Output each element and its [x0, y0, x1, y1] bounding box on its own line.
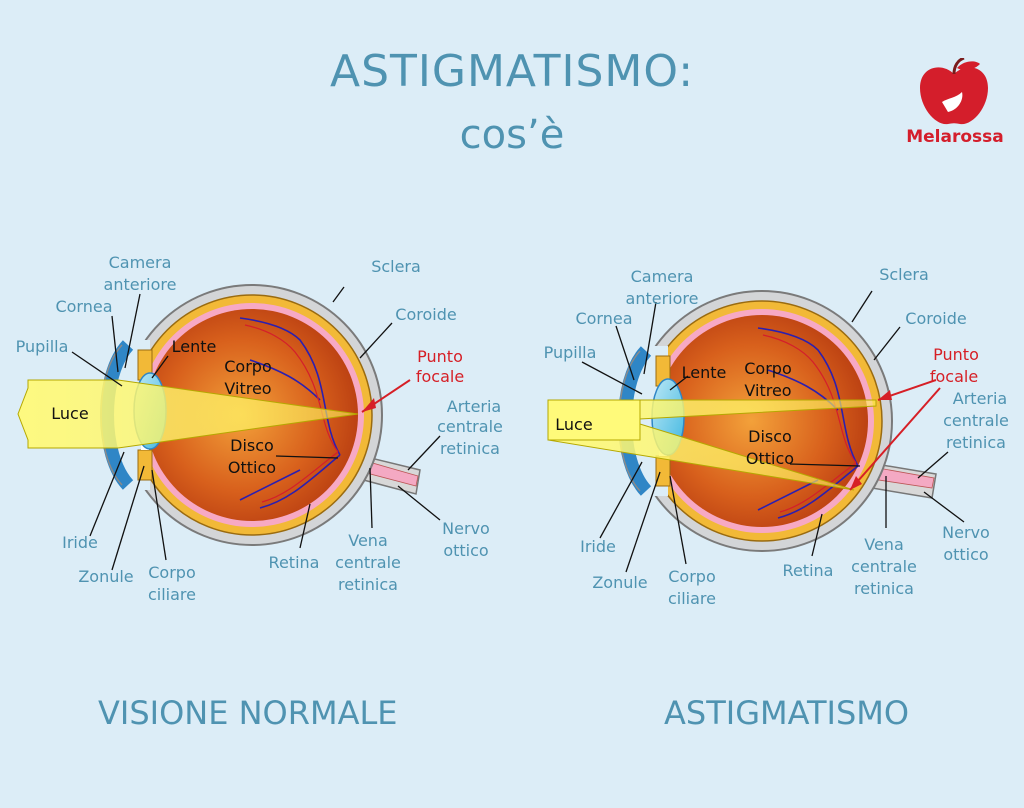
label-retinica: retinica [440, 439, 500, 458]
label-camera: Camera [109, 253, 172, 272]
label-corpo-ciliare-2: Corpo [668, 567, 715, 586]
label-disco: Disco [230, 436, 274, 455]
caption-astigmatism: ASTIGMATISMO [664, 694, 910, 732]
eye-normal: Camera anteriore Cornea Pupilla Lente Co… [16, 253, 503, 604]
label-luce: Luce [51, 404, 88, 423]
label-pupilla: Pupilla [16, 337, 69, 356]
eye-astigmatism: Camera anteriore Cornea Pupilla Lente Co… [544, 265, 1009, 608]
subtitle: cos’è [459, 112, 565, 158]
label-centrale-2: centrale [943, 411, 1009, 430]
label-punto-2: Punto [933, 345, 979, 364]
label-vena-centrale-2: centrale [851, 557, 917, 576]
label-vena-centrale: centrale [335, 553, 401, 572]
label-zonule: Zonule [78, 567, 133, 586]
label-punto: Punto [417, 347, 463, 366]
label-lente-2: Lente [682, 363, 727, 382]
apple-logo-icon [920, 58, 988, 125]
label-iride-2: Iride [580, 537, 616, 556]
label-ottico-inner-2: Ottico [746, 449, 794, 468]
label-vena: Vena [348, 531, 388, 550]
label-retina: Retina [269, 553, 320, 572]
label-luce-2: Luce [555, 415, 592, 434]
label-zonule-2: Zonule [592, 573, 647, 592]
label-arteria: Arteria [447, 397, 501, 416]
label-coroide-2: Coroide [905, 309, 966, 328]
label-vena-retinica: retinica [338, 575, 398, 594]
label-retinica-2: retinica [946, 433, 1006, 452]
label-ciliare-2: ciliare [668, 589, 716, 608]
label-centrale: centrale [437, 417, 503, 436]
label-vitreo-2: Vitreo [744, 381, 791, 400]
label-vena-retinica-2: retinica [854, 579, 914, 598]
label-vena-2: Vena [864, 535, 904, 554]
label-nervo-2: Nervo [942, 523, 990, 542]
label-ciliare: ciliare [148, 585, 196, 604]
label-sclera: Sclera [371, 257, 421, 276]
label-sclera-2: Sclera [879, 265, 929, 284]
label-pupilla-2: Pupilla [544, 343, 597, 362]
label-cornea-2: Cornea [575, 309, 632, 328]
label-focale-2: focale [930, 367, 978, 386]
label-nervo: Nervo [442, 519, 490, 538]
label-lente: Lente [172, 337, 217, 356]
label-corpo: Corpo [224, 357, 271, 376]
label-iride: Iride [62, 533, 98, 552]
label-focale: focale [416, 367, 464, 386]
caption-normal: VISIONE NORMALE [98, 694, 398, 732]
label-retina-2: Retina [783, 561, 834, 580]
label-ottico-2: ottico [943, 545, 988, 564]
label-anteriore: anteriore [104, 275, 177, 294]
label-arteria-2: Arteria [953, 389, 1007, 408]
label-cornea: Cornea [55, 297, 112, 316]
label-disco-2: Disco [748, 427, 792, 446]
label-ottico-inner: Ottico [228, 458, 276, 477]
logo-text: Melarossa [906, 127, 1004, 147]
label-vitreo: Vitreo [224, 379, 271, 398]
label-coroide: Coroide [395, 305, 456, 324]
label-corpo-2: Corpo [744, 359, 791, 378]
label-camera-2: Camera [631, 267, 694, 286]
label-anteriore-2: anteriore [626, 289, 699, 308]
title: ASTIGMATISMO: [329, 46, 695, 97]
label-corpo-ciliare: Corpo [148, 563, 195, 582]
label-ottico: ottico [443, 541, 488, 560]
